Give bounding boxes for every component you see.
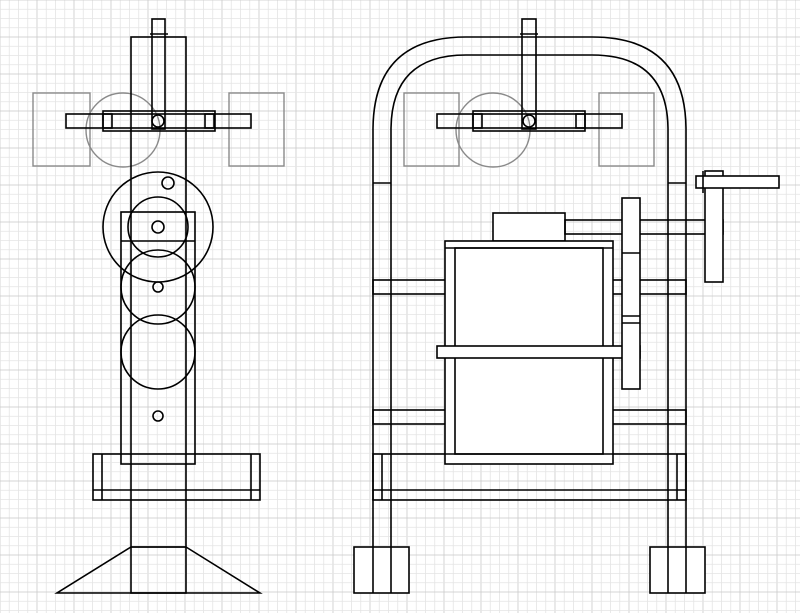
front-crank-handle [695,175,780,189]
side-drum-wheel-1 [127,196,189,258]
front-motor-box [492,212,566,242]
front-foot-left [353,546,410,594]
side-spindle [151,18,166,130]
front-arm-stop-right [575,113,586,129]
side-arm-stop-left [102,113,113,129]
side-view [32,18,285,594]
front-arm-stop-left [472,113,483,129]
side-drum-pin-3 [152,410,164,422]
front-spindle [521,18,537,130]
side-drum-housing [120,211,196,465]
side-drum-pin-2 [152,281,164,293]
front-frame-inner [390,54,669,593]
front-ghost-wheel [455,92,531,168]
front-frame-outer [372,36,687,593]
side-wheel-pin-top [161,176,175,190]
side-arm-stop-right [204,113,215,129]
side-ghost-wheel [85,92,161,168]
front-drum-axle [436,345,641,359]
front-ghost-block-left [403,92,460,167]
side-drum-wheel-3 [120,314,196,390]
side-ghost-block-left [32,92,91,167]
side-base-platform [92,453,261,501]
front-crank-plate [704,170,724,283]
side-foot-trapezoid [54,546,263,594]
front-view [353,18,780,594]
front-cross-arm [436,113,623,129]
side-pivot [151,114,165,128]
front-pivot [522,114,536,128]
side-drum-wheel-2 [120,249,196,325]
front-pulley-bar [621,197,641,390]
side-drum-pin-1 [151,220,165,234]
front-ghost-block-right [598,92,655,167]
side-ghost-block-right [228,92,285,167]
side-cross-arm [65,113,252,129]
front-foot-right [649,546,706,594]
side-large-wheel [102,171,214,283]
